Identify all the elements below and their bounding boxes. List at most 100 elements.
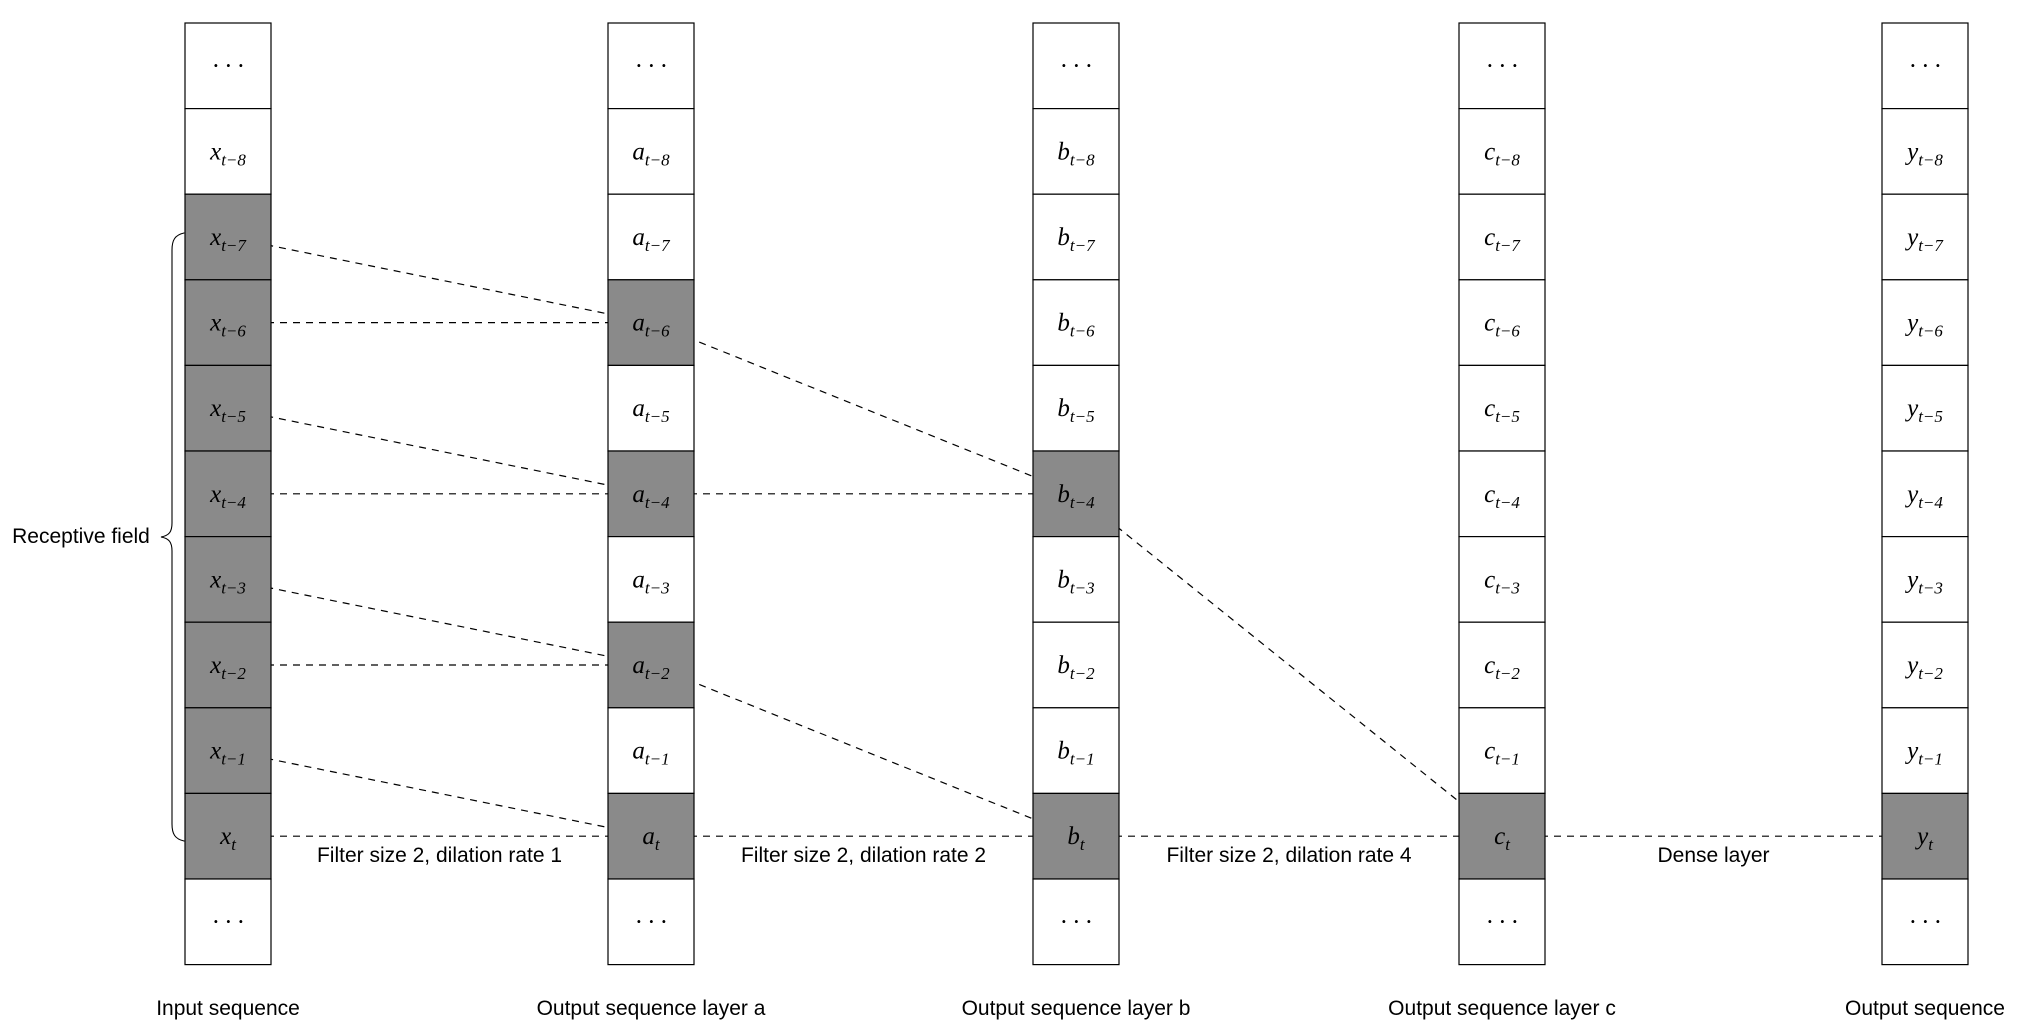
cell-x-dots-label: · · · — [212, 53, 243, 80]
connection-a-r3-to-b-r5 — [650, 322, 1077, 495]
cell-x-dots — [184, 878, 272, 966]
cell-labels: · · ·xt−8xt−7xt−6xt−5xt−4xt−3xt−2xt−1xt·… — [209, 53, 1944, 936]
cell-a-t-label: at — [642, 823, 661, 854]
dense-layer-label: Dense layer — [1657, 844, 1770, 867]
cell-y-t — [1881, 792, 1969, 880]
cell-a-t4-label: at−4 — [632, 481, 670, 512]
filter-dilation-1-label: Filter size 2, dilation rate 1 — [316, 844, 563, 867]
cell-y-t3-label: yt−3 — [1904, 566, 1943, 597]
cell-y-dots — [1881, 878, 1969, 966]
cell-b-t2-label: bt−2 — [1057, 652, 1095, 683]
cell-a-t3 — [607, 535, 695, 623]
cell-c-t8-label: ct−8 — [1484, 138, 1520, 169]
receptive-field-brace — [160, 232, 185, 842]
cell-x-t5-label: xt−5 — [209, 395, 246, 426]
cell-b-t3 — [1032, 535, 1120, 623]
cell-a-t5-label: at−5 — [632, 395, 669, 426]
cell-a-t8 — [607, 107, 695, 195]
cell-a-t8-label: at−8 — [632, 138, 670, 169]
cell-x-t5 — [184, 364, 272, 452]
cell-y-t7-label: yt−7 — [1904, 224, 1944, 255]
cell-b-dots-label: · · · — [1060, 53, 1091, 80]
cell-y-t1 — [1881, 707, 1969, 794]
cell-c-t3-label: ct−3 — [1484, 566, 1520, 597]
cell-x-t8-label: xt−8 — [209, 138, 246, 169]
cell-b-dots-label: · · · — [1060, 909, 1091, 936]
cell-c-t1 — [1458, 707, 1546, 794]
cell-y-t6-label: yt−6 — [1904, 310, 1943, 341]
cell-b-t8 — [1032, 107, 1120, 195]
cell-x-t2-label: xt−2 — [209, 652, 246, 683]
cell-x-dots-label: · · · — [212, 909, 243, 936]
cell-b-t-label: bt — [1067, 823, 1086, 854]
cell-y-t2 — [1881, 621, 1969, 709]
cell-b-dots — [1032, 22, 1120, 110]
cell-c-t8 — [1458, 107, 1546, 195]
cell-b-t5-label: bt−5 — [1057, 395, 1094, 426]
cell-y-t1-label: yt−1 — [1904, 738, 1943, 769]
cell-y-dots — [1881, 22, 1969, 110]
cell-a-t1 — [607, 707, 695, 794]
cell-c-t4 — [1458, 450, 1546, 538]
cell-c-t4-label: ct−4 — [1484, 481, 1520, 512]
cell-x-t1-label: xt−1 — [209, 738, 246, 769]
cell-y-t8 — [1881, 107, 1969, 195]
cell-x-t6-label: xt−6 — [209, 310, 246, 341]
cell-c-dots-label: · · · — [1486, 909, 1517, 936]
cell-a-t3-label: at−3 — [632, 566, 669, 597]
cell-x-t2 — [184, 621, 272, 709]
filter-dilation-2-label: Filter size 2, dilation rate 2 — [740, 844, 987, 867]
cell-x-t7-label: xt−7 — [209, 224, 247, 255]
cell-a-t4 — [607, 450, 695, 538]
column-title-output: Output sequence — [1845, 997, 2005, 1020]
cell-y-t3 — [1881, 535, 1969, 623]
cell-b-t5 — [1032, 364, 1120, 452]
cell-c-t7 — [1458, 193, 1546, 281]
cell-y-t5 — [1881, 364, 1969, 452]
cell-x-t6 — [184, 279, 272, 366]
cell-c-t-label: ct — [1494, 823, 1511, 854]
cell-b-t1-label: bt−1 — [1057, 738, 1094, 769]
column-title-layer-a: Output sequence layer a — [536, 997, 766, 1020]
cell-c-dots — [1458, 878, 1546, 966]
cell-c-t5-label: ct−5 — [1484, 395, 1520, 426]
cell-a-dots — [607, 22, 695, 110]
connection-b-r5-to-c-r9 — [1075, 493, 1503, 837]
cell-x-t4-label: xt−4 — [209, 481, 246, 512]
connection-lines — [227, 236, 1925, 837]
cell-a-dots-label: · · · — [635, 53, 666, 80]
connection-x-r6-to-a-r7 — [227, 578, 652, 666]
cell-c-t2 — [1458, 621, 1546, 709]
cell-c-t6-label: ct−6 — [1484, 310, 1520, 341]
cell-c-t1-label: ct−1 — [1484, 738, 1520, 769]
cell-x-dots — [184, 22, 272, 110]
cell-c-dots-label: · · · — [1486, 53, 1517, 80]
cell-a-t2 — [607, 621, 695, 709]
cell-y-t4-label: yt−4 — [1904, 481, 1943, 512]
cell-x-t7 — [184, 193, 272, 281]
cell-a-t7 — [607, 193, 695, 281]
cell-b-t7-label: bt−7 — [1057, 224, 1096, 255]
cell-y-t2-label: yt−2 — [1904, 652, 1943, 683]
cell-b-t3-label: bt−3 — [1057, 566, 1094, 597]
cell-b-t — [1032, 792, 1120, 880]
column-title-layer-c: Output sequence layer c — [1388, 997, 1616, 1020]
cell-x-t8 — [184, 107, 272, 195]
cell-c-t2-label: ct−2 — [1484, 652, 1520, 683]
cell-c-t3 — [1458, 535, 1546, 623]
cell-x-t4 — [184, 450, 272, 538]
cell-a-t6-label: at−6 — [632, 310, 670, 341]
cell-a-t1-label: at−1 — [632, 738, 669, 769]
cell-y-t4 — [1881, 450, 1969, 538]
cell-a-t6 — [607, 279, 695, 366]
cell-c-t6 — [1458, 279, 1546, 366]
connection-x-r8-to-a-r9 — [227, 750, 652, 837]
receptive-field-label: Receptive field — [12, 525, 150, 548]
cell-b-t4-label: bt−4 — [1057, 481, 1095, 512]
cell-x-t3-label: xt−3 — [209, 566, 246, 597]
cell-b-t6-label: bt−6 — [1057, 310, 1095, 341]
cell-x-t1 — [184, 707, 272, 794]
cell-c-t — [1458, 792, 1546, 880]
